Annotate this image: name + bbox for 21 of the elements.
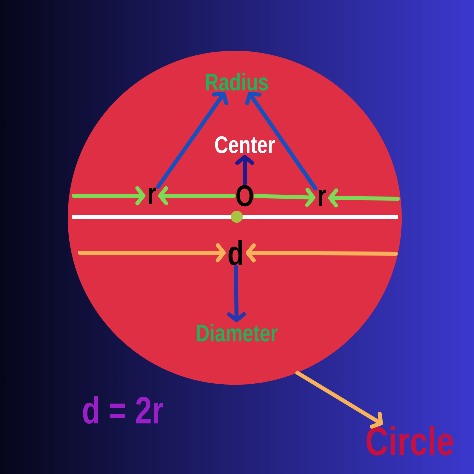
variable-label: d [228,240,243,266]
variable-label: r [148,188,156,204]
circle [68,51,402,385]
arrow [236,155,254,186]
arrow [156,92,229,189]
term-label: Radius [206,73,268,91]
arrow [227,265,246,322]
arrow [296,371,384,429]
arrow [78,244,226,262]
term-label: Circle [366,426,454,456]
arrow [245,92,318,191]
arrow [246,244,398,263]
arrow [158,186,236,206]
arrow [328,188,400,208]
arrow [254,188,316,208]
term-label: Diameter [197,324,278,342]
point-label: O [236,185,254,207]
arrow [72,186,146,206]
formula-text: d = 2r [83,396,164,424]
term-label: Center [215,136,276,154]
variable-label: r [318,190,326,206]
